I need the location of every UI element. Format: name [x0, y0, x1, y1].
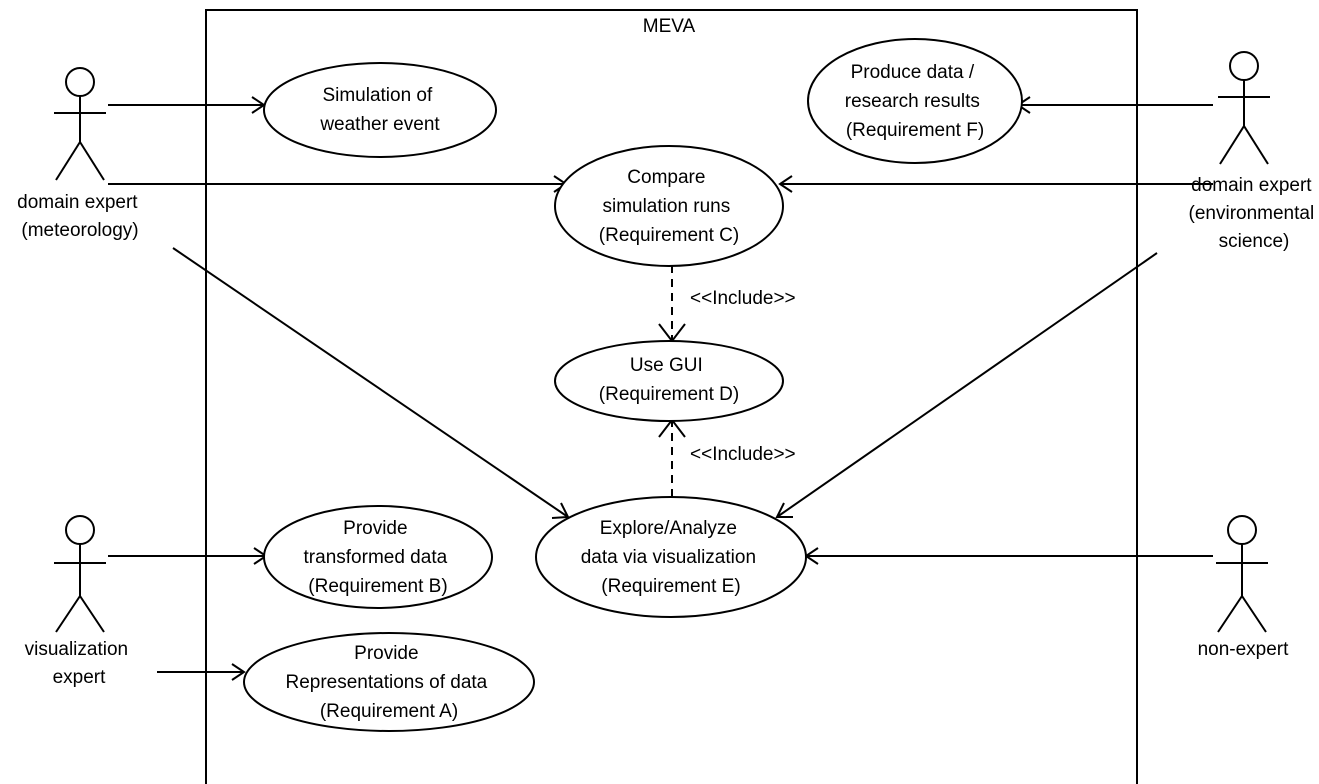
usecase-compare-line2: simulation runs — [602, 196, 730, 217]
usecase-representations-line2: Representations of data — [285, 672, 487, 693]
actor-meteorology-label: domain expert (meteorology) — [17, 192, 143, 241]
usecase-compare-line1: Compare — [627, 167, 705, 188]
usecase-explore-line3: (Requirement E) — [601, 576, 740, 597]
system-title: MEVA — [643, 16, 696, 37]
usecase-simulation-line1: Simulation of — [322, 85, 433, 106]
actor-environmental-label-line3: science) — [1219, 231, 1290, 252]
usecase-produce[interactable]: Produce data / research results (Require… — [807, 38, 1023, 164]
actor-meteorology[interactable]: domain expert (meteorology) — [17, 67, 143, 241]
usecase-simulation-label: Simulation of weather event — [319, 85, 440, 135]
arrowhead-icon — [778, 175, 793, 193]
usecase-produce-label: Produce data / research results (Require… — [845, 62, 985, 141]
actor-non-expert-label-line1: non-expert — [1198, 639, 1290, 660]
usecase-transformed-line3: (Requirement B) — [308, 576, 447, 597]
include-compare-gui-label: <<Include>> — [690, 288, 796, 309]
usecase-representations-line1: Provide — [354, 643, 418, 664]
usecase-gui-line1: Use GUI — [630, 355, 703, 376]
actor-environmental[interactable]: domain expert (environmental science) — [1189, 51, 1319, 252]
arrowhead-icon — [231, 663, 246, 681]
stick-figure-icon — [54, 515, 106, 633]
actor-environmental-label-line1: domain expert — [1191, 175, 1312, 196]
usecase-representations-line3: (Requirement A) — [320, 701, 458, 722]
actor-visualization[interactable]: visualization expert — [25, 515, 134, 688]
usecase-transformed-label: Provide transformed data (Requirement B) — [304, 518, 453, 597]
arrowhead-icon — [775, 502, 793, 518]
usecase-representations[interactable]: Provide Representations of data (Require… — [243, 632, 535, 732]
actor-meteorology-label-line2: (meteorology) — [21, 220, 138, 241]
usecase-produce-line3: (Requirement F) — [846, 120, 984, 141]
system-boundary-box — [205, 9, 1138, 784]
usecase-explore-line2: data via visualization — [581, 547, 756, 568]
actor-environmental-label: domain expert (environmental science) — [1189, 175, 1319, 252]
actor-visualization-label-line2: expert — [53, 667, 107, 688]
usecase-transformed-line1: Provide — [343, 518, 407, 539]
actor-environmental-label-line2: (environmental — [1189, 203, 1315, 224]
include-explore-gui: <<Include>> — [658, 418, 796, 497]
usecase-gui-label: Use GUI (Requirement D) — [599, 355, 739, 405]
association-meteorology-explore — [172, 247, 569, 518]
usecase-transformed-line2: transformed data — [304, 547, 448, 568]
system-boundary: MEVA — [205, 9, 1138, 784]
association-environmental-explore — [776, 252, 1158, 518]
usecase-explore-label: Explore/Analyze data via visualization (… — [581, 518, 762, 597]
usecase-gui[interactable]: Use GUI (Requirement D) — [554, 340, 784, 422]
stick-figure-icon — [54, 67, 106, 181]
actor-visualization-label-line1: visualization — [25, 639, 129, 660]
usecase-transformed[interactable]: Provide transformed data (Requirement B) — [263, 505, 493, 609]
usecase-compare[interactable]: Compare simulation runs (Requirement C) — [554, 145, 784, 267]
stick-figure-icon — [1216, 515, 1268, 633]
usecase-gui-line2: (Requirement D) — [599, 384, 739, 405]
actor-non-expert[interactable]: non-expert — [1198, 515, 1290, 660]
include-compare-gui: <<Include>> — [658, 265, 796, 343]
actor-meteorology-label-line1: domain expert — [17, 192, 138, 213]
usecase-produce-line2: research results — [845, 91, 980, 112]
usecase-compare-line3: (Requirement C) — [599, 225, 739, 246]
usecase-representations-label: Provide Representations of data (Require… — [285, 643, 492, 722]
actor-visualization-label: visualization expert — [25, 639, 134, 688]
arrowhead-icon — [551, 502, 570, 519]
usecase-explore-line1: Explore/Analyze — [600, 518, 737, 539]
usecase-explore[interactable]: Explore/Analyze data via visualization (… — [535, 496, 807, 618]
usecase-simulation-line2: weather event — [319, 114, 440, 135]
associations — [108, 96, 1213, 681]
actor-non-expert-label: non-expert — [1198, 639, 1290, 660]
include-explore-gui-label: <<Include>> — [690, 444, 796, 465]
usecase-produce-line1: Produce data / — [851, 62, 975, 83]
stick-figure-icon — [1218, 51, 1270, 165]
usecase-simulation[interactable]: Simulation of weather event — [263, 62, 497, 158]
usecase-compare-label: Compare simulation runs (Requirement C) — [599, 167, 739, 246]
